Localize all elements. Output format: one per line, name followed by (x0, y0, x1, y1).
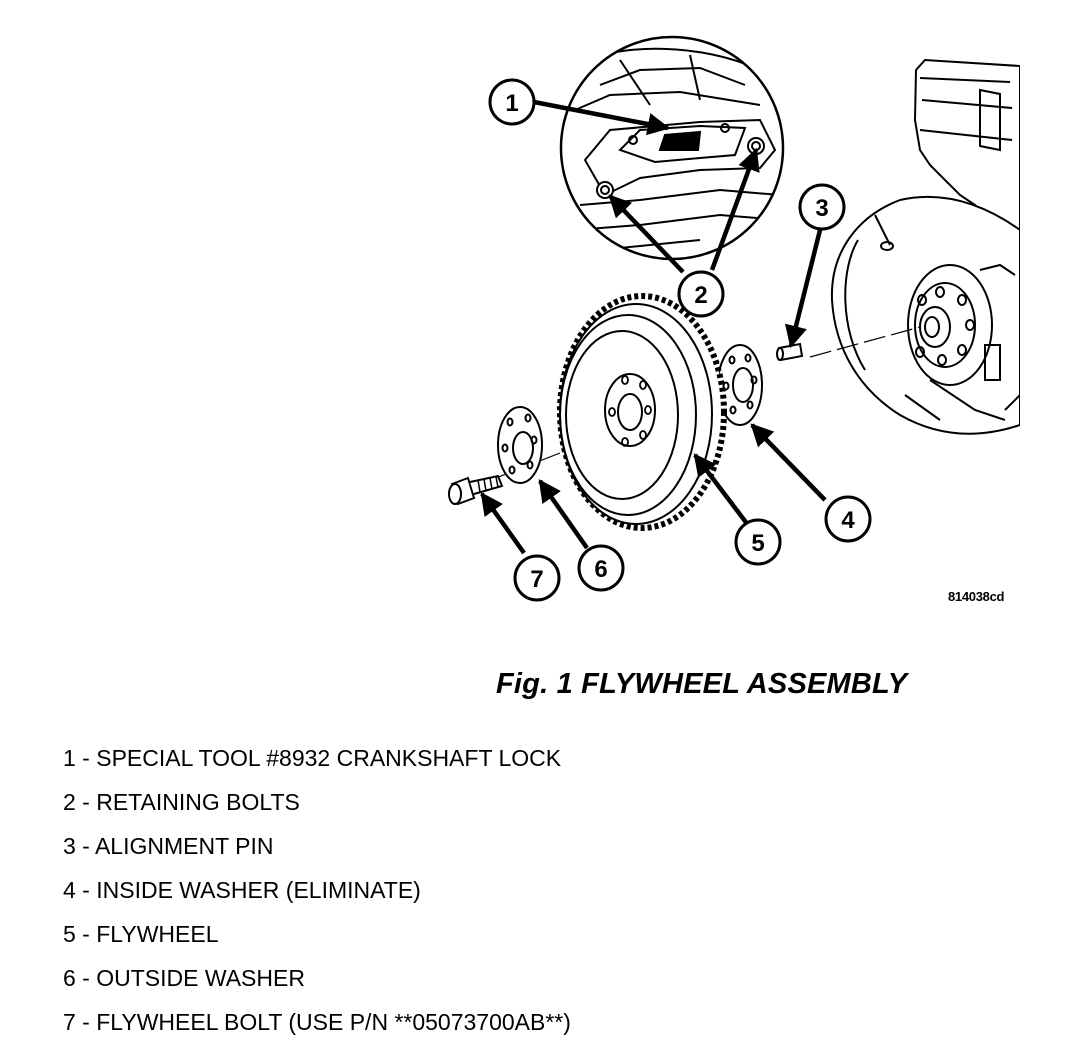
callout-7: 7 (513, 554, 561, 602)
legend-item: 3 - ALIGNMENT PIN (63, 833, 274, 859)
flywheel-assembly-diagram: 1 2 3 4 5 6 7 (448, 35, 1020, 602)
svg-text:6: 6 (594, 556, 607, 583)
flywheel (557, 293, 727, 531)
figure-caption: Fig. 1 FLYWHEEL ASSEMBLY (496, 668, 908, 700)
svg-text:5: 5 (751, 530, 764, 557)
svg-text:3: 3 (815, 195, 828, 222)
svg-text:2: 2 (694, 282, 707, 309)
drawing-code: 814038cd (948, 589, 1005, 604)
legend-item: 7 - FLYWHEEL BOLT (USE P/N **05073700AB*… (63, 1009, 571, 1035)
legend-item: 6 - OUTSIDE WASHER (63, 965, 305, 991)
flange-bolt-holes (915, 286, 975, 366)
outside-washer (497, 406, 543, 484)
legend-item: 4 - INSIDE WASHER (ELIMINATE) (63, 877, 421, 903)
svg-text:1: 1 (505, 90, 518, 117)
leader-arrows (480, 99, 827, 555)
callout-3: 3 (798, 183, 846, 231)
legend-item: 1 - SPECIAL TOOL #8932 CRANKSHAFT LOCK (63, 745, 562, 771)
legend-item: 2 - RETAINING BOLTS (63, 789, 300, 815)
callout-1: 1 (488, 78, 536, 126)
alignment-pin (776, 342, 804, 362)
engine-block (830, 58, 1020, 435)
special-tool-inset (559, 35, 785, 261)
inside-washer (717, 344, 763, 426)
callout-2: 2 (677, 270, 725, 318)
flywheel-bolt (448, 474, 504, 506)
legend-item: 5 - FLYWHEEL (63, 921, 219, 947)
svg-text:4: 4 (841, 507, 855, 534)
svg-text:7: 7 (530, 566, 543, 593)
callout-6: 6 (577, 544, 625, 592)
callout-4: 4 (824, 495, 872, 543)
callout-5: 5 (734, 518, 782, 566)
parts-legend: 1 - SPECIAL TOOL #8932 CRANKSHAFT LOCK 2… (63, 746, 571, 1054)
